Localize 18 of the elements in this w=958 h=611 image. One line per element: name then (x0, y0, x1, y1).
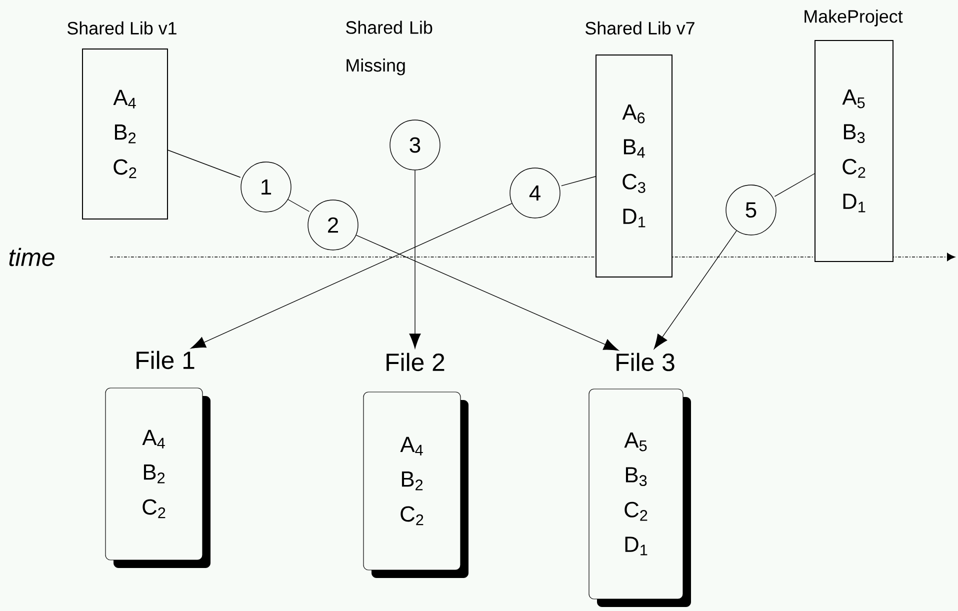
arrow (190, 203, 512, 349)
library-box: MakeProject A$_{5}$ B$_{3}$ C$_{2}$ D$_{1}$ (804, 10, 903, 262)
node-label: Shared Lib v7 (585, 21, 694, 35)
node-label: File 1 (136, 350, 194, 370)
file-card: File 1 A$_{4}$ B$_{2}$ C$_{2}$ (105, 350, 210, 568)
file-card: File 2 A$_{4}$ B$_{2}$ C$_{2}$ (363, 352, 468, 578)
axis-label: time (9, 248, 54, 266)
node-label: MakeProject (804, 10, 903, 26)
missing-label: Shared Lib Missing (346, 20, 432, 76)
file-card: File 3 A$_{5}$ B$_{3}$ C$_{2}$ D$_{1}$ (588, 352, 691, 607)
library-box: Shared Lib v7 A$_{6}$ B$_{4}$ C$_{3}$ D$_{1}$ (585, 21, 694, 278)
node-label: File 3 (616, 352, 674, 372)
node-label: Shared Lib v1 (67, 21, 176, 35)
library-box: Shared Lib v1 A$_{4}$ B$_{2}$ C$_{2}$ (68, 21, 176, 220)
arrow (409, 170, 421, 349)
arrow (356, 234, 619, 351)
node-label: File 2 (386, 352, 444, 372)
arrow (654, 230, 737, 350)
